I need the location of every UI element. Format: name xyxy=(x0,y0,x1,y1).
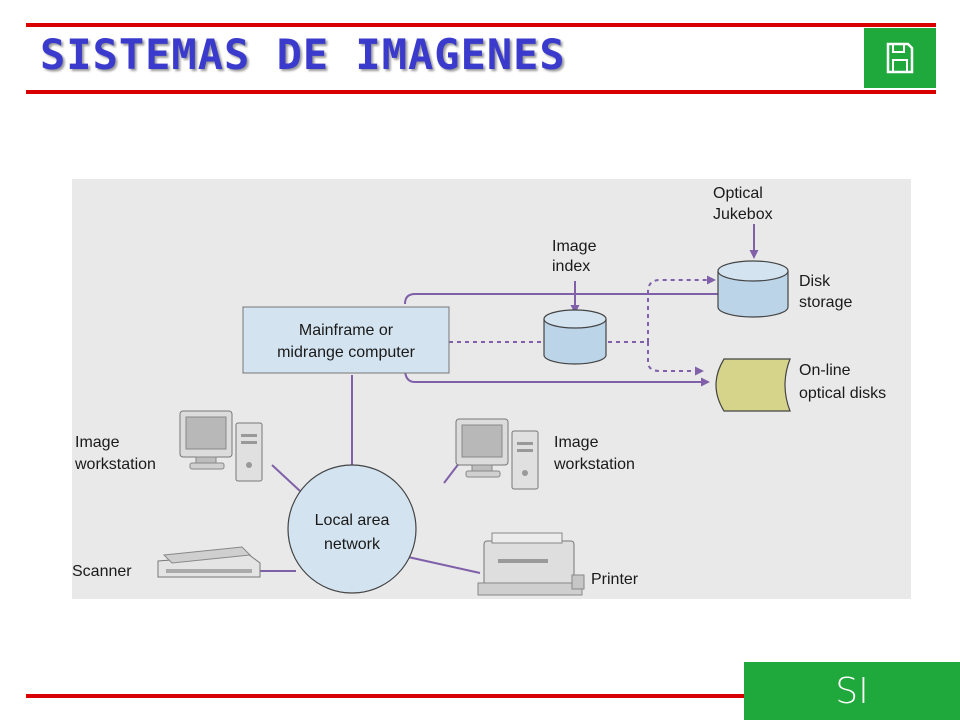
page-title: SISTEMAS DE IMAGENES xyxy=(40,30,566,79)
mainframe-label-line1: Mainframe or xyxy=(299,322,394,339)
imaging-system-diagram: Mainframe or midrange computer Image ind… xyxy=(72,179,911,599)
lan-label-line2: network xyxy=(324,536,381,553)
lan-label-line1: Local area xyxy=(315,512,390,529)
lan-node: Local area network xyxy=(287,464,417,594)
optical-jukebox-node: Optical Jukebox xyxy=(713,185,773,223)
mainframe-node: Mainframe or midrange computer xyxy=(242,306,450,374)
scanner-label: Scanner xyxy=(72,563,132,580)
workstation-right-icon xyxy=(455,418,539,490)
printer-icon xyxy=(477,532,585,596)
save-button[interactable] xyxy=(864,28,936,88)
si-badge: SI xyxy=(744,662,960,720)
image-index-node: Image index xyxy=(543,238,607,365)
scanner-node: Scanner xyxy=(72,546,261,580)
connector-dashed-down xyxy=(647,342,704,376)
online-optical-label-line1: On-line xyxy=(799,362,851,379)
workstation-right-node: Image workstation xyxy=(455,418,635,490)
floppy-disk-icon xyxy=(886,42,914,74)
disk-storage-node: Disk storage xyxy=(717,260,852,318)
top-rule-lower xyxy=(26,90,936,94)
workstation-left-icon xyxy=(179,410,263,482)
connector-top xyxy=(404,293,718,305)
workstation-left-label-line1: Image xyxy=(75,434,120,451)
workstation-left-node: Image workstation xyxy=(74,410,263,482)
image-index-label-line2: index xyxy=(552,258,590,275)
disk-storage-label-line1: Disk xyxy=(799,273,831,290)
image-index-label-line1: Image xyxy=(552,238,597,255)
printer-node: Printer xyxy=(477,532,639,596)
disk-storage-label-line2: storage xyxy=(799,294,852,311)
top-rule-upper xyxy=(26,23,936,27)
workstation-right-label-line1: Image xyxy=(554,434,599,451)
connector-dashed-up xyxy=(647,275,716,342)
online-optical-node: On-line optical disks xyxy=(715,358,886,412)
workstation-right-label-line2: workstation xyxy=(553,456,635,473)
online-optical-label-line2: optical disks xyxy=(799,385,886,402)
scanner-icon xyxy=(157,546,261,578)
printer-label: Printer xyxy=(591,571,639,588)
workstation-left-label-line2: workstation xyxy=(74,456,156,473)
connector-bottom xyxy=(404,368,710,387)
optical-jukebox-label-line1: Optical xyxy=(713,185,763,202)
optical-jukebox-label-line2: Jukebox xyxy=(713,206,773,223)
bottom-rule xyxy=(26,694,746,698)
mainframe-label-line2: midrange computer xyxy=(277,344,416,361)
